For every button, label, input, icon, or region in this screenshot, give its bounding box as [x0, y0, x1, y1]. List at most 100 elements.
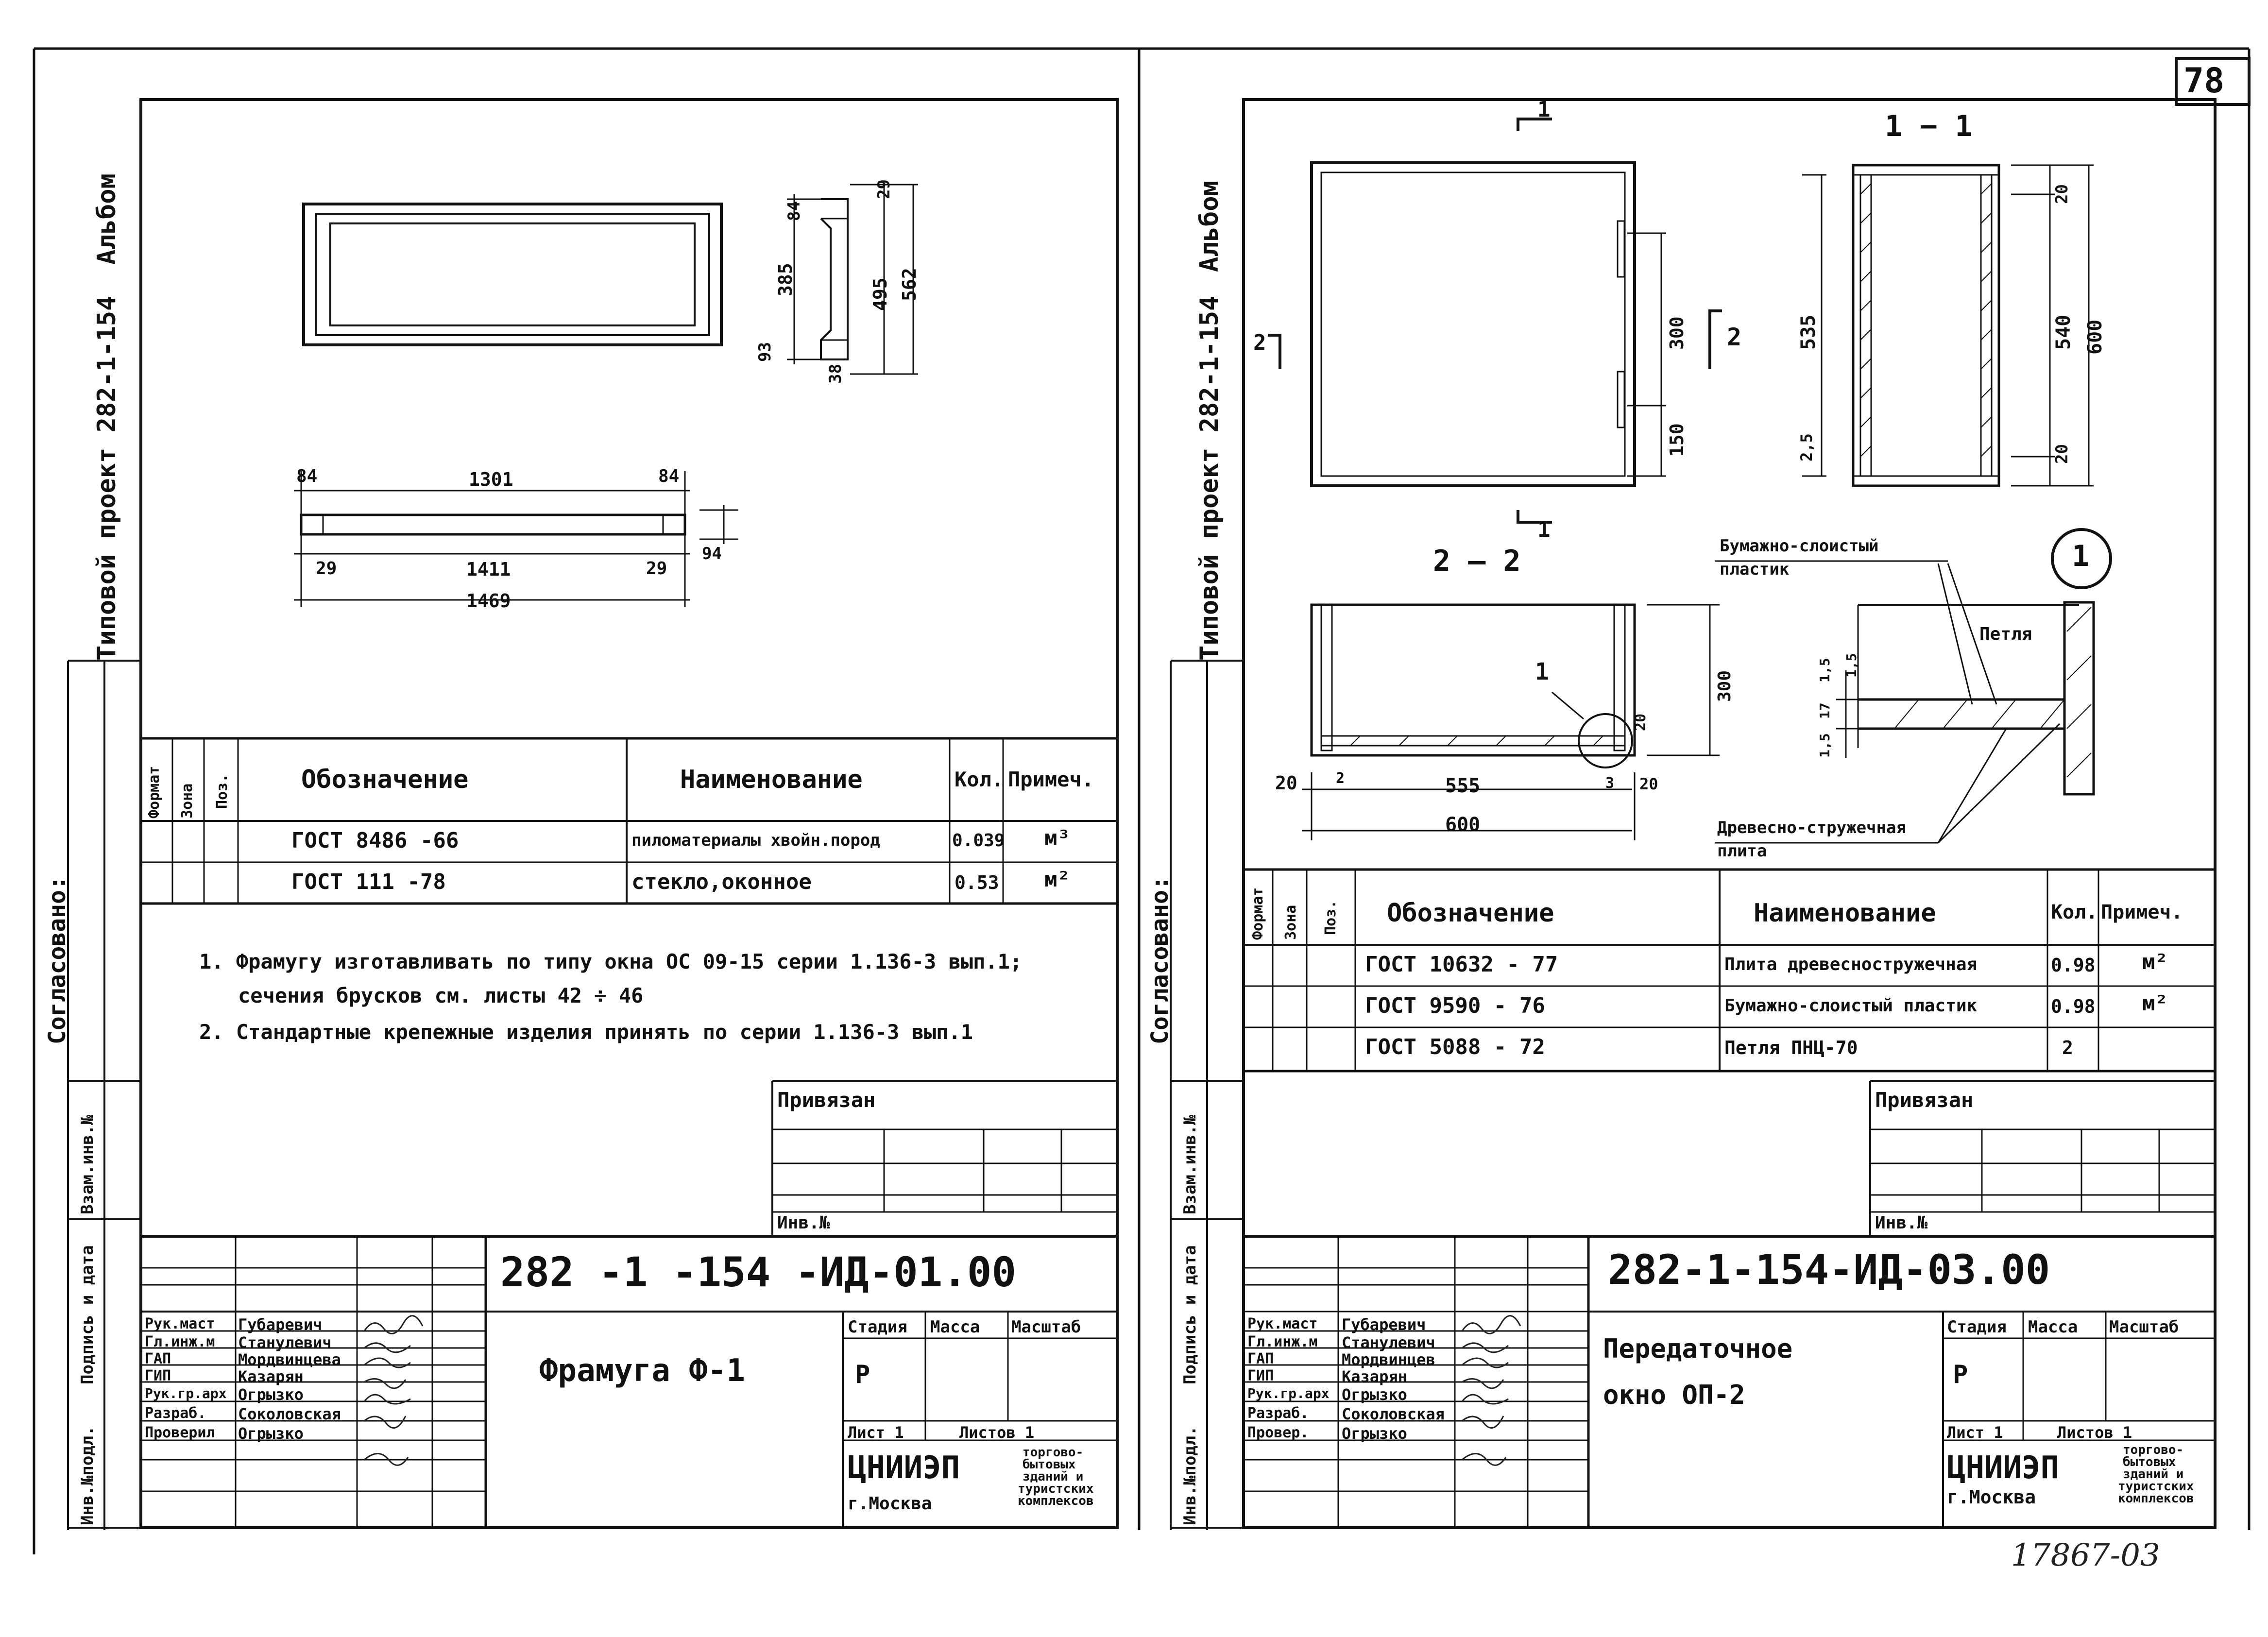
label-plastic: Бумажно-слоистый пластик — [1720, 536, 1879, 579]
massa-label: Масса — [2028, 1317, 2078, 1337]
masshtab-label: Масштаб — [1011, 1317, 1081, 1337]
right-side-inv-podl: Инв.№подл. — [1180, 1426, 1200, 1525]
stamp-name: Губаревич — [1342, 1315, 1426, 1334]
privyazan-label: Привязан — [1875, 1088, 1974, 1112]
org-city: г.Москва — [848, 1494, 932, 1514]
spec-row-qty: 0.53 — [955, 872, 999, 893]
left-side-project-title: Типовой проект 282-1-154 — [92, 295, 121, 661]
stamp-name: Огрызко — [238, 1424, 304, 1443]
spec-row-designation: ГОСТ 10632 - 77 — [1365, 952, 1558, 977]
spec-row-designation: ГОСТ 5088 - 72 — [1365, 1035, 1545, 1059]
dim-20: 20 — [2052, 444, 2072, 464]
spec-header-zone: Зона — [1282, 904, 1299, 940]
dim-1-5: 1,5 — [1843, 653, 1859, 678]
stamp-role: Рук.гр.арх — [145, 1385, 227, 1401]
spec-row-name: Плита древесностружечная — [1724, 955, 1978, 974]
org-description: зданий и — [2123, 1467, 2184, 1482]
spec-header-format: Формат — [146, 766, 163, 818]
spec-row-name: стекло,оконное — [631, 870, 812, 894]
spec-header-note: Примеч. — [1008, 767, 1094, 791]
dim-1301: 1301 — [469, 469, 513, 490]
dim-495: 495 — [870, 277, 891, 311]
dim-20: 20 — [1639, 775, 1658, 793]
org-description: бытовых — [1023, 1457, 1076, 1472]
dim-84-section: 84 — [784, 201, 804, 221]
right-side-album: Альбом — [1195, 181, 1224, 272]
dim-29-section: 29 — [874, 179, 894, 199]
drawing-title-line1: Передаточное — [1603, 1333, 1793, 1364]
dim-300: 300 — [1666, 316, 1688, 350]
cut-mark-2: 2 — [1727, 323, 1742, 351]
spec-row-designation: ГОСТ 8486 -66 — [291, 828, 459, 853]
left-side-inv-vzam: Взам.инв.№ — [78, 1115, 97, 1214]
stamp-name: Огрызко — [1342, 1385, 1407, 1404]
org-description: торгово- — [2123, 1443, 2184, 1457]
spec-row-name: пиломатериалы хвойн.пород — [631, 831, 880, 850]
dim-555: 555 — [1445, 775, 1481, 797]
stage-value: Р — [1953, 1360, 1968, 1389]
dim-29: 29 — [316, 559, 337, 579]
page-number: 78 — [2183, 61, 2225, 101]
dim-1-5: 1,5 — [1817, 733, 1833, 758]
left-side-agreed: Согласовано: — [44, 876, 71, 1044]
stamp-name: Станулевич — [238, 1333, 332, 1352]
org-name: ЦНИИЭП — [1947, 1450, 2060, 1486]
spec-header-note: Примеч. — [2101, 901, 2183, 923]
spec-row-note: м² — [2142, 950, 2168, 974]
dim-20: 20 — [1632, 713, 1649, 731]
dim-20: 20 — [2052, 184, 2072, 204]
spec-row-note: м² — [2142, 991, 2168, 1016]
stamp-name: Мордвинцев — [1342, 1350, 1435, 1369]
dim-1469: 1469 — [466, 590, 511, 612]
stamp-role: Рук.маст — [1247, 1315, 1318, 1332]
left-side-podpis: Подпись и дата — [78, 1245, 97, 1384]
stadia-label: Стадия — [848, 1317, 907, 1337]
dim-150: 150 — [1666, 423, 1688, 457]
dim-84: 84 — [658, 466, 680, 486]
stamp-role: Гл.инж.м — [1247, 1333, 1318, 1350]
detail-1-label: 1 — [2072, 539, 2090, 573]
org-description: торгово- — [1023, 1445, 1084, 1460]
dim-20: 20 — [1275, 772, 1297, 794]
spec-row-qty: 0.039 — [952, 831, 1005, 851]
dim-3: 3 — [1605, 775, 1615, 792]
dim-2: 2 — [1336, 770, 1345, 787]
sheets-total-label: Листов 1 — [2057, 1423, 2132, 1442]
dim-2-5: 2,5 — [1797, 433, 1816, 461]
spec-row-name: Петля ПНЦ-70 — [1724, 1037, 1858, 1058]
cut-mark-1: 1 — [1537, 517, 1551, 542]
org-description: туристских — [1018, 1482, 1094, 1496]
stamp-name: Губаревич — [238, 1315, 323, 1334]
dim-385: 385 — [775, 263, 796, 296]
stamp-name: Казарян — [1342, 1367, 1407, 1386]
spec-row-note: м² — [1044, 867, 1070, 892]
note-line: сечения брусков см. листы 42 ÷ 46 — [238, 984, 644, 1007]
footer-archive-number: 17867-03 — [2011, 1537, 2160, 1573]
spec-row-name: Бумажно-слоистый пластик — [1724, 996, 1978, 1016]
left-side-album: Альбом — [92, 173, 121, 265]
sheet-label: Лист 1 — [1947, 1423, 2003, 1442]
dim-600: 600 — [2084, 319, 2106, 355]
spec-header-designation: Обозначение — [301, 765, 469, 794]
stamp-role: ГАП — [1247, 1350, 1274, 1367]
drawing-code: 282 -1 -154 -ИД-01.00 — [500, 1248, 1017, 1296]
sheets-total-label: Листов 1 — [959, 1423, 1035, 1442]
stamp-role: Проверил — [145, 1424, 215, 1441]
spec-header-name: Наименование — [680, 765, 863, 794]
dim-1411: 1411 — [466, 559, 511, 580]
dim-94: 94 — [702, 544, 722, 563]
dim-29: 29 — [646, 559, 667, 579]
privyazan-label: Привязан — [777, 1088, 876, 1112]
drawing-title: Фрамуга Ф-1 — [539, 1353, 745, 1389]
note-line: 1. Фрамугу изготавливать по типу окна ОС… — [199, 950, 1023, 973]
detail-callout-label: 1 — [1535, 658, 1549, 685]
section-2-2-label: 2 — 2 — [1433, 544, 1521, 578]
org-city: г.Москва — [1947, 1486, 2036, 1508]
spec-header-name: Наименование — [1754, 899, 1936, 928]
dim-540: 540 — [2052, 314, 2075, 350]
stage-value: Р — [855, 1360, 870, 1389]
spec-header-designation: Обозначение — [1387, 899, 1554, 928]
dim-535: 535 — [1797, 314, 1820, 350]
org-description: зданий и — [1023, 1469, 1084, 1484]
